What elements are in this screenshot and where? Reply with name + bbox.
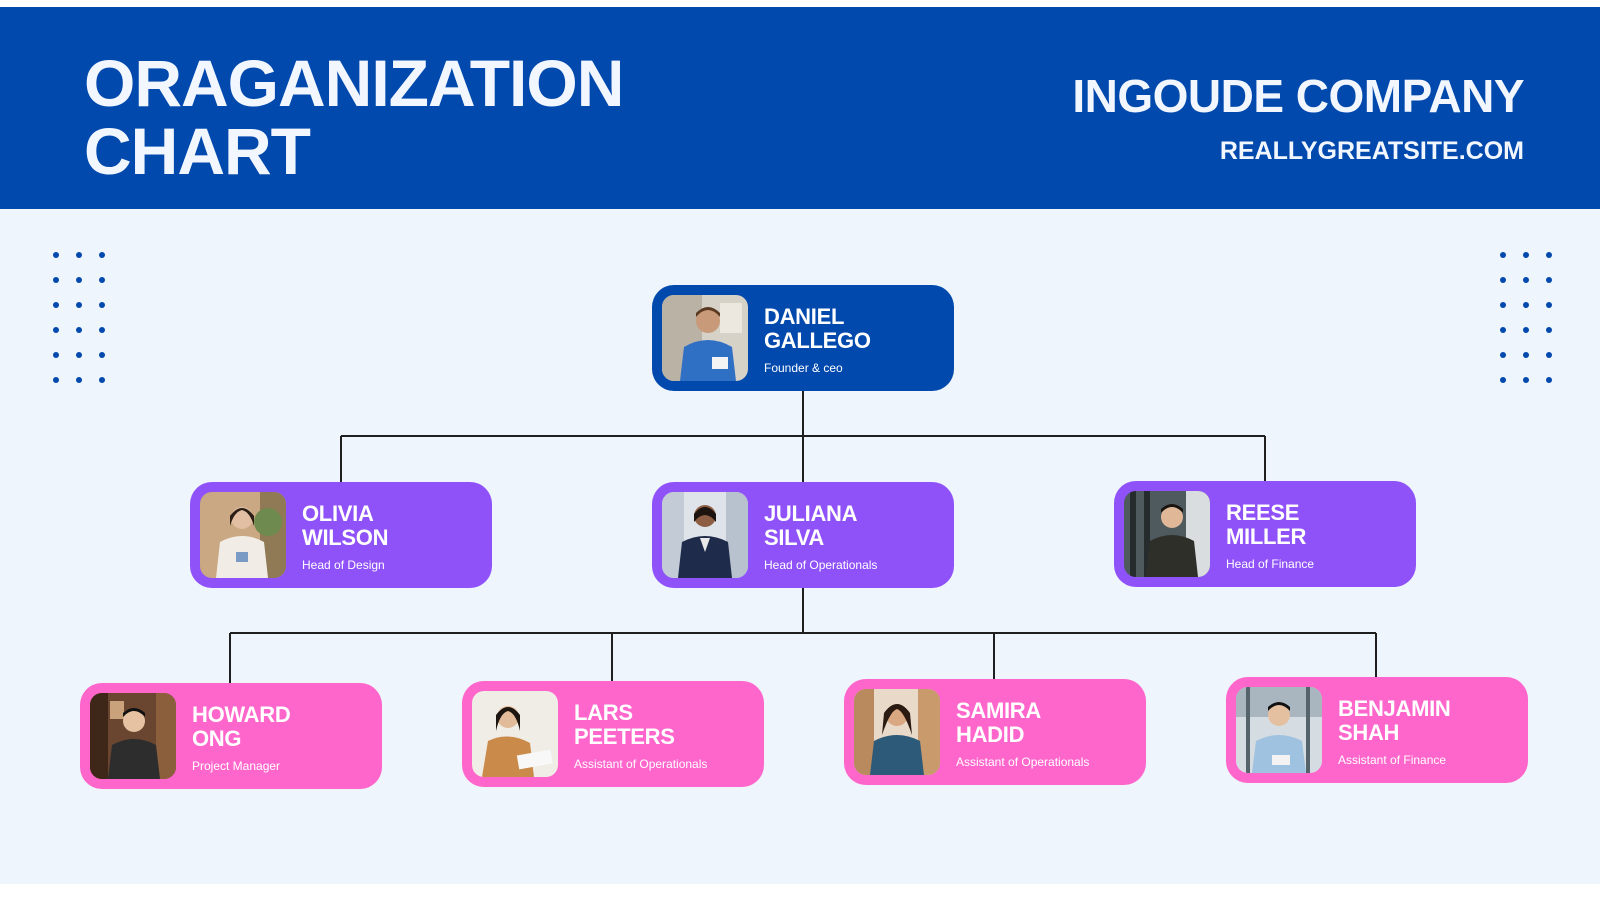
decor-dot <box>1500 352 1506 358</box>
first-name: JULIANA <box>764 501 858 526</box>
decor-dot <box>1500 327 1506 333</box>
first-name: HOWARD <box>192 702 291 727</box>
decor-dot <box>99 352 105 358</box>
decor-dot <box>76 377 82 383</box>
name-howard: HOWARD ONG <box>192 702 291 751</box>
avatar-juliana <box>662 492 748 578</box>
decor-dot <box>1523 302 1529 308</box>
decor-dot <box>53 327 59 333</box>
decor-dot <box>1523 327 1529 333</box>
decor-dot <box>76 352 82 358</box>
avatar-daniel <box>662 295 748 381</box>
name-benjamin: BENJAMIN SHAH <box>1338 697 1451 745</box>
name-lars: LARS PEETERS <box>574 701 675 749</box>
role-daniel: Founder & ceo <box>764 361 843 375</box>
decor-dot <box>53 302 59 308</box>
company-website: REALLYGREATSITE.COM <box>1219 137 1524 165</box>
last-name: MILLER <box>1226 524 1307 549</box>
last-name: PEETERS <box>574 724 675 749</box>
decor-dot <box>1546 352 1552 358</box>
decor-dot <box>53 277 59 283</box>
decor-dot <box>1523 377 1529 383</box>
name-juliana: JULIANA SILVA <box>764 501 858 550</box>
decor-dot <box>76 302 82 308</box>
last-name: GALLEGO <box>764 328 871 353</box>
decor-dot <box>53 377 59 383</box>
decor-dot <box>53 252 59 258</box>
last-name: WILSON <box>302 525 389 550</box>
decor-dot <box>99 327 105 333</box>
role-howard: Project Manager <box>192 759 281 773</box>
role-reese: Head of Finance <box>1226 557 1315 571</box>
title-line-2: CHART <box>84 114 311 188</box>
avatar-samira <box>854 689 940 775</box>
decor-dot <box>1546 277 1552 283</box>
decor-dot <box>1523 352 1529 358</box>
avatar-lars <box>472 691 558 777</box>
decor-dot <box>1523 277 1529 283</box>
name-reese: REESE MILLER <box>1226 501 1306 549</box>
role-benjamin: Assistant of Finance <box>1338 753 1447 767</box>
last-name: SILVA <box>764 525 825 550</box>
last-name: ONG <box>192 726 242 751</box>
card-olivia-wilson[interactable]: OLIVIA WILSON Head of Design <box>190 482 492 588</box>
decor-dot <box>1500 277 1506 283</box>
first-name: REESE <box>1226 500 1300 525</box>
role-olivia: Head of Design <box>302 558 385 572</box>
role-lars: Assistant of Operationals <box>574 757 708 771</box>
avatar-howard <box>90 693 176 779</box>
decor-dot <box>1546 327 1552 333</box>
card-daniel-gallego[interactable]: DANIEL GALLEGO Founder & ceo <box>652 285 954 391</box>
last-name: HADID <box>956 722 1025 747</box>
decor-dot <box>1546 377 1552 383</box>
card-lars-peeters[interactable]: LARS PEETERS Assistant of Operationals <box>462 681 764 787</box>
decor-dot <box>1546 302 1552 308</box>
dot-grid-right <box>1500 252 1560 392</box>
avatar-benjamin <box>1236 687 1322 773</box>
decor-dot <box>76 252 82 258</box>
decor-dot <box>99 277 105 283</box>
page-title: ORAGANIZATION CHART <box>84 46 624 188</box>
company-name: INGOUDE COMPANY <box>1072 70 1524 122</box>
avatar-reese <box>1124 491 1210 577</box>
decor-dot <box>99 252 105 258</box>
name-daniel: DANIEL GALLEGO <box>764 305 871 353</box>
first-name: SAMIRA <box>956 698 1041 723</box>
card-juliana-silva[interactable]: JULIANA SILVA Head of Operationals <box>652 482 954 588</box>
header-banner: ORAGANIZATION CHART INGOUDE COMPANY REAL… <box>0 7 1600 209</box>
decor-dot <box>1500 377 1506 383</box>
decor-dot <box>1500 302 1506 308</box>
decor-dot <box>76 277 82 283</box>
first-name: BENJAMIN <box>1338 696 1451 721</box>
last-name: SHAH <box>1338 720 1400 745</box>
first-name: LARS <box>574 700 633 725</box>
card-benjamin-shah[interactable]: BENJAMIN SHAH Assistant of Finance <box>1226 677 1528 783</box>
decor-dot <box>1500 252 1506 258</box>
avatar-olivia <box>200 492 286 578</box>
first-name: DANIEL <box>764 304 845 329</box>
name-samira: SAMIRA HADID <box>956 699 1041 747</box>
title-line-1: ORAGANIZATION <box>84 46 624 120</box>
role-samira: Assistant of Operationals <box>956 755 1090 769</box>
decor-dot <box>1523 252 1529 258</box>
decor-dot <box>53 352 59 358</box>
role-juliana: Head of Operationals <box>764 558 878 572</box>
dot-grid-left <box>53 252 113 392</box>
decor-dot <box>1546 252 1552 258</box>
card-howard-ong[interactable]: HOWARD ONG Project Manager <box>80 683 382 789</box>
decor-dot <box>99 377 105 383</box>
first-name: OLIVIA <box>302 501 374 526</box>
card-reese-miller[interactable]: REESE MILLER Head of Finance <box>1114 481 1416 587</box>
decor-dot <box>76 327 82 333</box>
decor-dot <box>99 302 105 308</box>
name-olivia: OLIVIA WILSON <box>302 501 389 550</box>
card-samira-hadid[interactable]: SAMIRA HADID Assistant of Operationals <box>844 679 1146 785</box>
